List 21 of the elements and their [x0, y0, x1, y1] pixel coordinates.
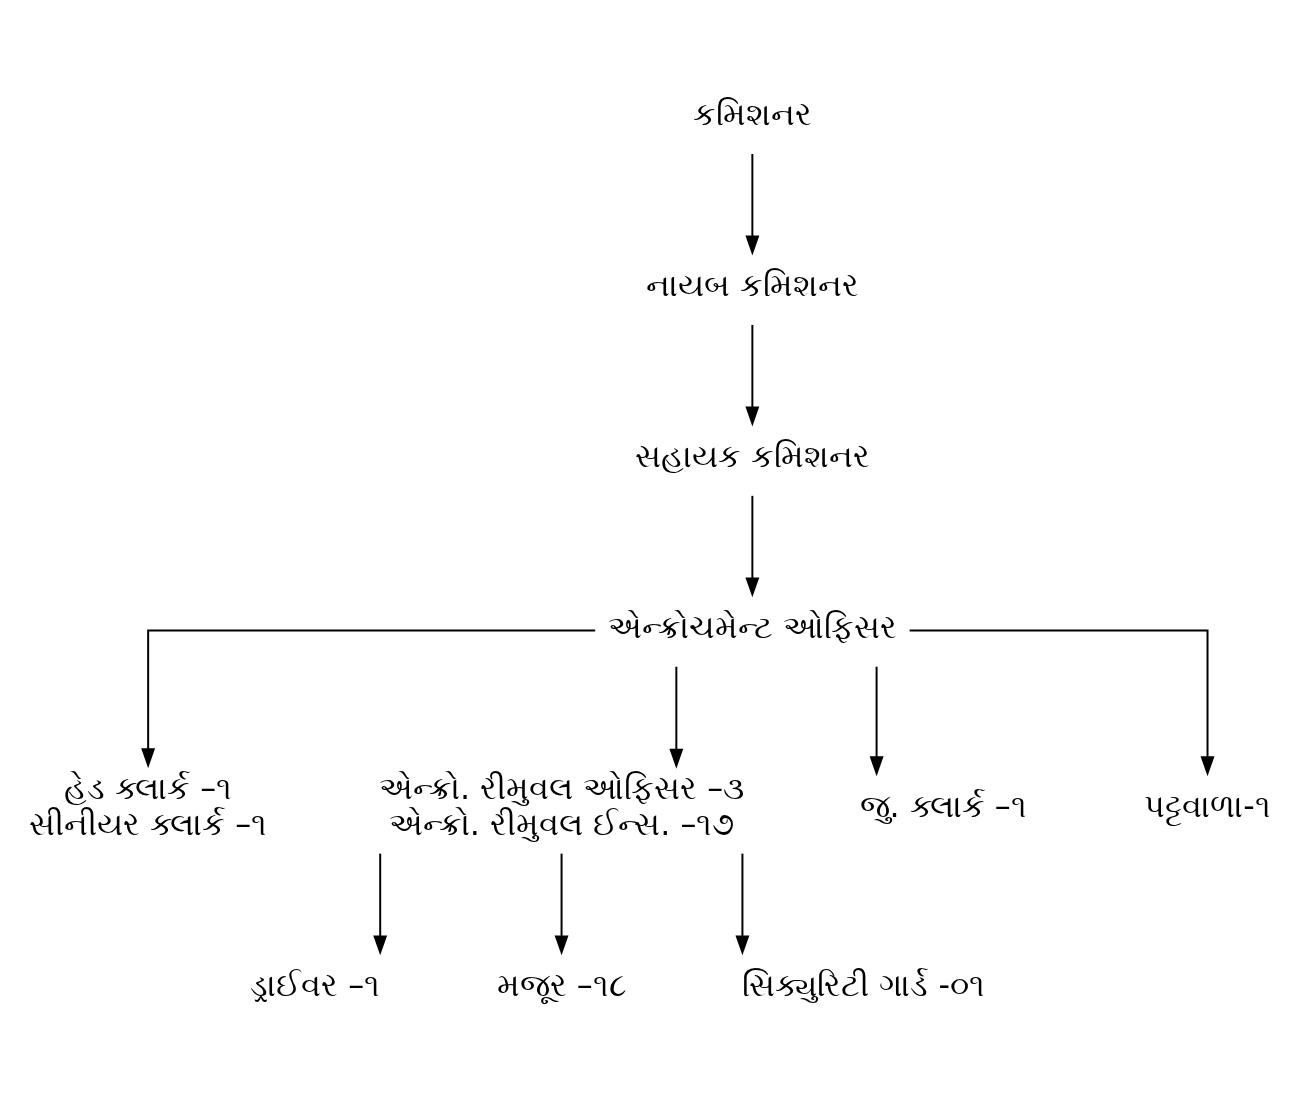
node-text: કમિશનર [692, 95, 812, 133]
arrow [869, 665, 884, 777]
node-text: મજૂર –૧૮ [496, 965, 627, 1003]
node-text: સહાયક કમિશનર [634, 437, 870, 475]
arrow [908, 629, 1215, 777]
arrow [373, 852, 388, 956]
arrow [745, 153, 760, 256]
arrow [669, 665, 684, 769]
node-text: જુ. ક્લાર્ક –૧ [859, 786, 1027, 824]
node-text: હેડ ક્લાર્ક –૧ સીનીયર ક્લાર્ક –૧ [29, 769, 268, 842]
node-text: નાયબ કમિશનર [645, 266, 859, 304]
arrow [745, 494, 760, 598]
node-text: એન્ક્રો. રીમુવલ ઓફિસર –૩ એન્ક્રો. રીમુવલ ઈન્સ. –૧૭ [378, 769, 745, 842]
node-text: પટ્ટવાળા-૧ [1144, 786, 1271, 824]
node-text: સિક્યુરિટી ગાર્ડ -૦૧ [742, 965, 986, 1003]
node-text: ડ્રાઈવર –૧ [250, 965, 381, 1003]
arrow [141, 629, 597, 769]
arrow [735, 852, 750, 956]
arrow [554, 852, 569, 956]
arrow [745, 323, 760, 427]
node-text: એન્ક્રોચમેન્ટ ઓફિસર [607, 608, 897, 646]
